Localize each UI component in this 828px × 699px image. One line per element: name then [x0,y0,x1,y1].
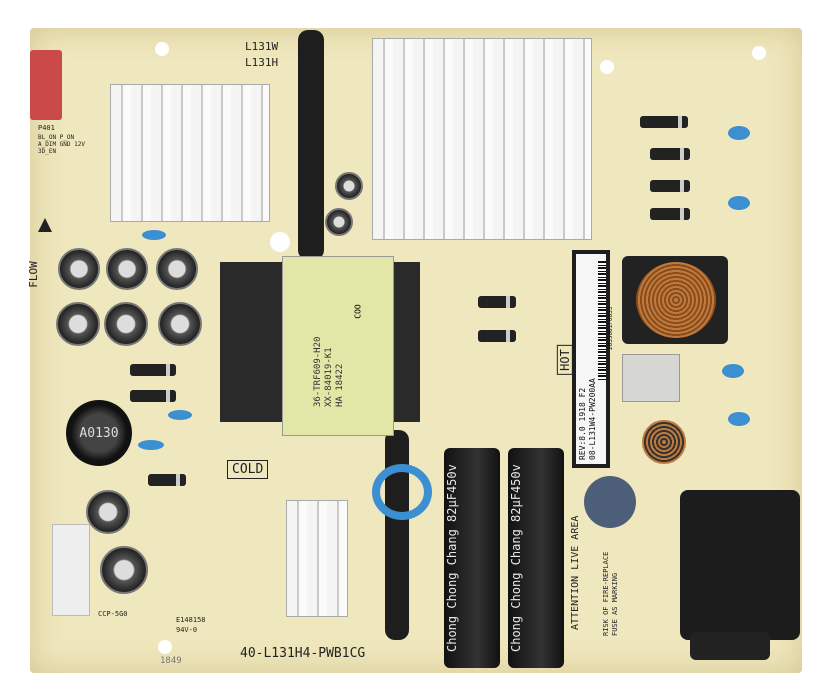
common-mode-choke [636,262,716,338]
x-capacitor [372,464,432,520]
y-capacitor [722,364,744,378]
fuse-warning-1: RISK OF FIRE-REPLACE [602,551,610,636]
board-part-number: 40-L131H4-PWB1CG [240,646,366,661]
label-serial: 2035061P0633 [607,306,614,350]
ceramic-capacitor [168,410,192,420]
mounting-hole [600,60,614,74]
small-choke [642,420,686,464]
ceramic-capacitor [142,230,166,240]
l131h-label: L131H [245,56,279,69]
power-socket [680,490,800,640]
barcode-label: REV:8.0 1918 F2 08-L131W4-PW200AA 203506… [576,254,614,464]
ul-number: E148158 [176,616,206,624]
hot-label: HOT [556,345,573,375]
label-rev: REV:8.0 1918 F2 [578,387,587,460]
fuse-warning: RISK OF FIRE-REPLACE FUSE AS MARKING [602,552,620,636]
cold-label: COLD [227,460,269,479]
diode [650,208,690,220]
bulk-capacitor: Chong Chong Chang 82μF450v [444,448,500,668]
ceramic-capacitor [138,440,164,450]
capacitor [335,172,363,200]
capacitor [325,208,353,236]
flow-label: FLOW [26,261,40,288]
flow-arrow-icon [38,218,52,232]
heatsink-left [110,84,270,222]
attention-label: ATTENTION LIVE AREA [570,515,581,630]
y-capacitor [728,126,750,140]
transformer-text-2: XX-84019-K1 [324,347,334,407]
cap-rating: 82μF450v [509,464,523,522]
mounting-hole [158,640,172,654]
inductor: A0130 [66,400,132,466]
ccp-label: CCP-5G0 [98,610,128,618]
diode [650,148,690,160]
fuse-warning-2: FUSE AS MARKING [611,572,619,636]
capacitor [86,490,130,534]
transformer-text-3: HA 18422 [335,363,345,407]
capacitor [100,546,148,594]
bulk-capacitor: Chong Chong Chang 82μF450v [508,448,564,668]
connector-white [52,524,90,616]
diode [640,116,688,128]
inductor-label: A0130 [79,425,119,441]
flammability-rating: 94V-0 [176,626,198,634]
capacitor [56,302,100,346]
cap-brand: Chong Chong Chang [509,529,523,652]
label-part: 08-L131W4-PW200AA [588,378,597,460]
isolation-slot [298,30,324,260]
capacitor [104,302,148,346]
fuse-holder [690,632,770,660]
capacitor [106,248,148,290]
transformer-logo: COO [353,304,363,319]
diode [478,296,516,308]
varistor [584,476,636,528]
diode [478,330,516,342]
capacitor [158,302,202,346]
diode [650,180,690,192]
capacitor [58,248,100,290]
connector-p401 [30,50,62,120]
mounting-hole [270,232,290,252]
p401-label: P401 [38,124,55,132]
heatsink-main [372,38,592,240]
cap-rating: 82μF450v [445,464,459,522]
l131w-label: L131W [245,40,279,53]
transformer-text-1: 36-TRF609-H20 [313,336,323,407]
pin-labels: BL_ON P_ON A_DIM GND 12V 3D_EN [38,134,85,155]
transformer: 36-TRF609-H20 XX-84019-K1 HA 18422 COO [282,256,394,436]
mounting-hole [752,46,766,60]
isolation-slot [385,430,409,640]
diode [130,390,176,402]
mounting-hole [155,42,169,56]
heatsink-small [286,500,348,617]
diode [130,364,176,376]
diode [148,474,186,486]
capacitor [156,248,198,290]
y-capacitor [728,196,750,210]
date-code: 1849 [160,656,182,666]
x2-capacitor-box [622,354,680,402]
y-capacitor [728,412,750,426]
cap-brand: Chong Chong Chang [445,529,459,652]
